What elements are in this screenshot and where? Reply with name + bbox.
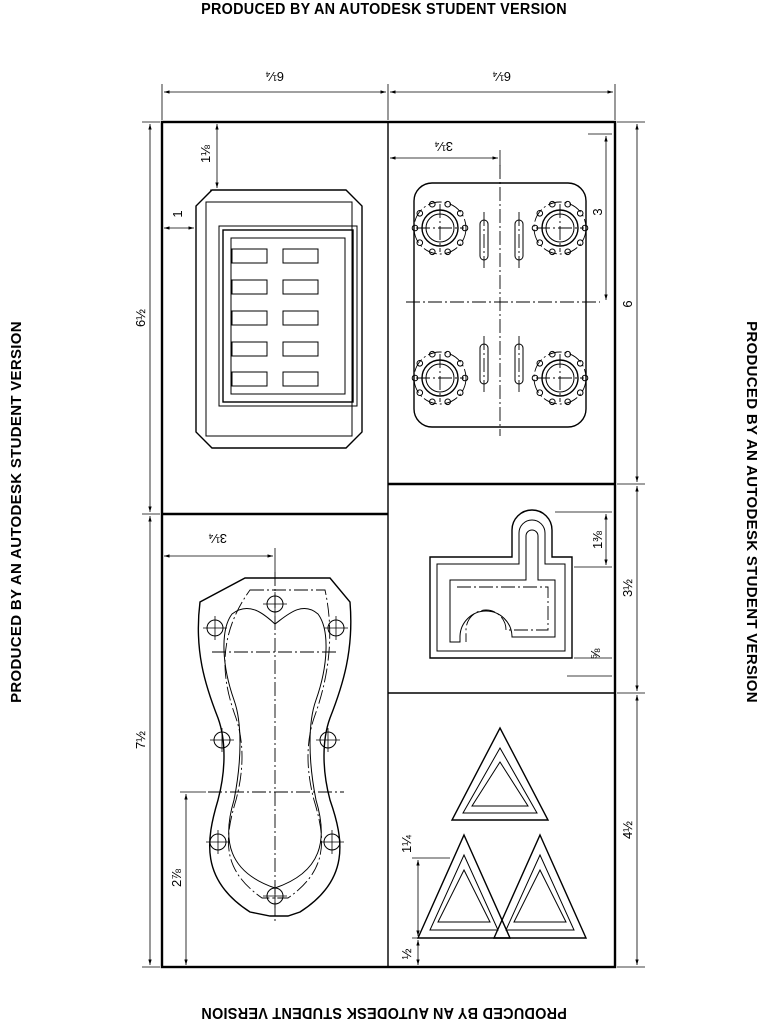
dim-triangle-top: 1¼	[399, 835, 414, 853]
dim-plate-offset-y: 3	[590, 208, 605, 215]
overall-dimension-labels: 6¼ 6¼ 6½ 7½ 6 3½ 4½	[133, 69, 635, 839]
dim-top-right-width: 6¼	[493, 69, 511, 84]
flange-hole	[316, 728, 340, 752]
dim-top-left-width: 6¼	[266, 69, 284, 84]
plate-slots	[479, 212, 524, 392]
dim-left-top-height: 6½	[133, 309, 148, 327]
flange-hole	[206, 830, 230, 854]
dim-right-mid-height: 3½	[620, 579, 635, 597]
dim-flange-offset-x: 3¼	[209, 531, 227, 546]
overall-dimensions	[142, 84, 645, 968]
bolt-circles	[411, 200, 589, 406]
dim-left-bottom-height: 7½	[133, 731, 148, 749]
bolt-circle	[411, 350, 469, 406]
flange-hole	[210, 728, 234, 752]
dim-bracket-top: 1⅜	[590, 531, 605, 549]
dim-right-bottom-height: 4½	[620, 821, 635, 839]
flange-hole	[263, 884, 287, 908]
bolt-circle	[531, 350, 589, 406]
flange-holes	[203, 592, 348, 908]
flange-hole	[320, 830, 344, 854]
dim-bracket-bottom: ⅝	[588, 648, 603, 659]
bolt-circle	[411, 200, 469, 256]
flange-hole	[203, 616, 227, 640]
bracket-part: 1⅜ ⅝	[429, 509, 612, 677]
bolt-plate-part: 3¼ 3	[390, 133, 612, 436]
dim-flange-offset-y: 2⅞	[169, 869, 184, 887]
dim-right-top-height: 6	[620, 300, 635, 307]
dim-grille-offset-top: 1⅛	[198, 145, 213, 163]
flange-hole	[324, 616, 348, 640]
bolt-circle	[531, 200, 589, 256]
dim-grille-offset-left: 1	[170, 210, 185, 217]
watermark-top: PRODUCED BY AN AUTODESK STUDENT VERSION	[201, 1, 567, 18]
grille-part: 1⅛ 1	[164, 124, 363, 449]
flange-hole	[263, 592, 287, 616]
grille-slots	[231, 248, 319, 387]
triangle-part: 1¼ ½	[399, 726, 588, 965]
sheet-frame	[160, 120, 617, 969]
flange-part: 3¼ 2⅞	[164, 531, 352, 965]
dim-plate-offset-x: 3¼	[435, 139, 453, 154]
dim-triangle-bottom: ½	[399, 948, 414, 959]
